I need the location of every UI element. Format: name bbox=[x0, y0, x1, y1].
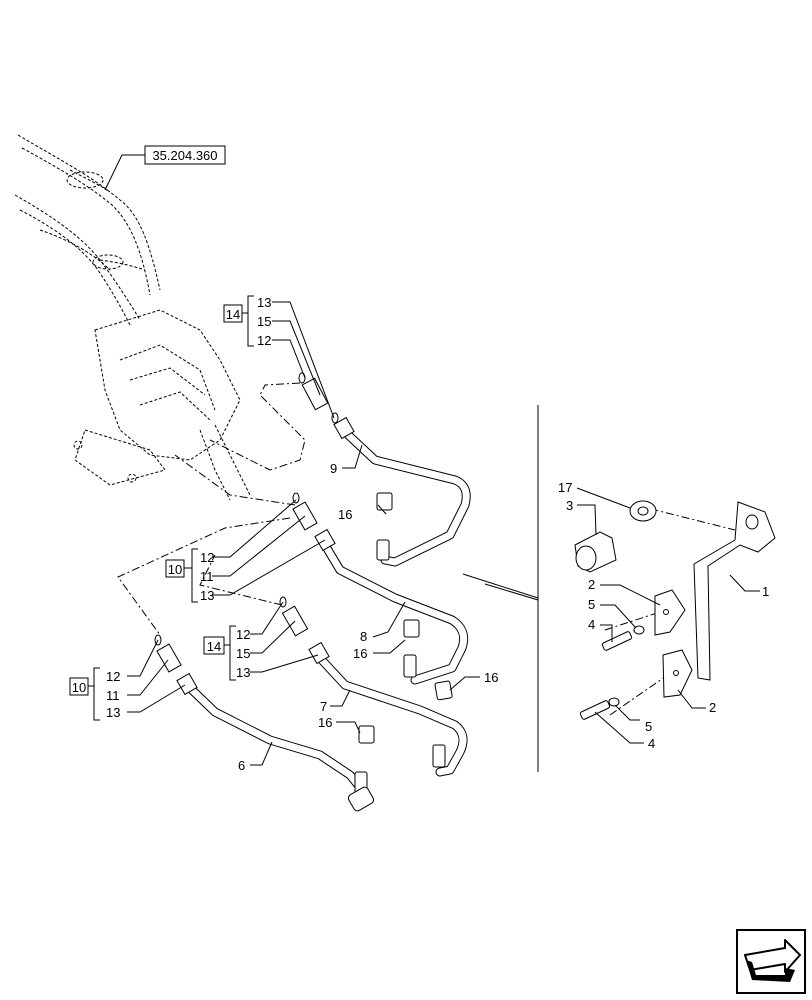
callout-13: 13 bbox=[106, 705, 120, 720]
next-page-arrow-icon[interactable] bbox=[736, 929, 806, 994]
callout-11: 11 bbox=[200, 569, 214, 584]
pipe-8 bbox=[320, 540, 469, 685]
callout-13: 13 bbox=[236, 665, 250, 680]
callout-12: 12 bbox=[257, 333, 271, 348]
callout-12: 12 bbox=[200, 550, 214, 565]
callout-5: 5 bbox=[588, 597, 595, 612]
bracket-detail bbox=[574, 500, 776, 720]
control-valve-assembly bbox=[14, 134, 251, 501]
group-label-10: 10 bbox=[72, 680, 86, 695]
callout-4: 4 bbox=[648, 736, 655, 751]
centre-lines bbox=[117, 382, 736, 716]
divider-arrow-upper bbox=[462, 573, 539, 599]
callout-13: 13 bbox=[200, 588, 214, 603]
fittings bbox=[154, 372, 453, 812]
callout-15: 15 bbox=[236, 646, 250, 661]
callout-8: 8 bbox=[360, 629, 367, 644]
reference-box[interactable]: 35.204.360 bbox=[104, 145, 226, 191]
callout-1: 1 bbox=[762, 584, 769, 599]
callout-6: 6 bbox=[238, 758, 245, 773]
callout-16: 16 bbox=[353, 646, 367, 661]
group-label-14: 14 bbox=[207, 639, 221, 654]
group-label-14: 14 bbox=[226, 307, 240, 322]
pipe-9 bbox=[340, 427, 471, 567]
pipe-7 bbox=[315, 653, 468, 777]
callout-9: 9 bbox=[330, 461, 337, 476]
callout-17: 17 bbox=[558, 480, 572, 495]
callout-5: 5 bbox=[645, 719, 652, 734]
callout-2: 2 bbox=[588, 577, 595, 592]
callout-labels: 13 15 12 14 9 16 12 11 13 10 8 16 12 15 … bbox=[72, 295, 769, 773]
callout-3: 3 bbox=[566, 498, 573, 513]
callout-7: 7 bbox=[320, 699, 327, 714]
callout-13: 13 bbox=[257, 295, 271, 310]
divider-arrow-lower bbox=[484, 583, 539, 601]
callout-15: 15 bbox=[257, 314, 271, 329]
callout-12: 12 bbox=[236, 627, 250, 642]
callout-4: 4 bbox=[588, 617, 595, 632]
callout-11: 11 bbox=[106, 688, 120, 703]
pipe-6 bbox=[185, 683, 367, 795]
reference-number: 35.204.360 bbox=[152, 148, 217, 163]
callout-16: 16 bbox=[338, 507, 352, 522]
callout-16: 16 bbox=[318, 715, 332, 730]
callout-16: 16 bbox=[484, 670, 498, 685]
group-brackets bbox=[69, 295, 254, 721]
group-label-10: 10 bbox=[168, 562, 182, 577]
callout-12: 12 bbox=[106, 669, 120, 684]
leader-lines bbox=[127, 301, 760, 766]
callout-2: 2 bbox=[709, 700, 716, 715]
